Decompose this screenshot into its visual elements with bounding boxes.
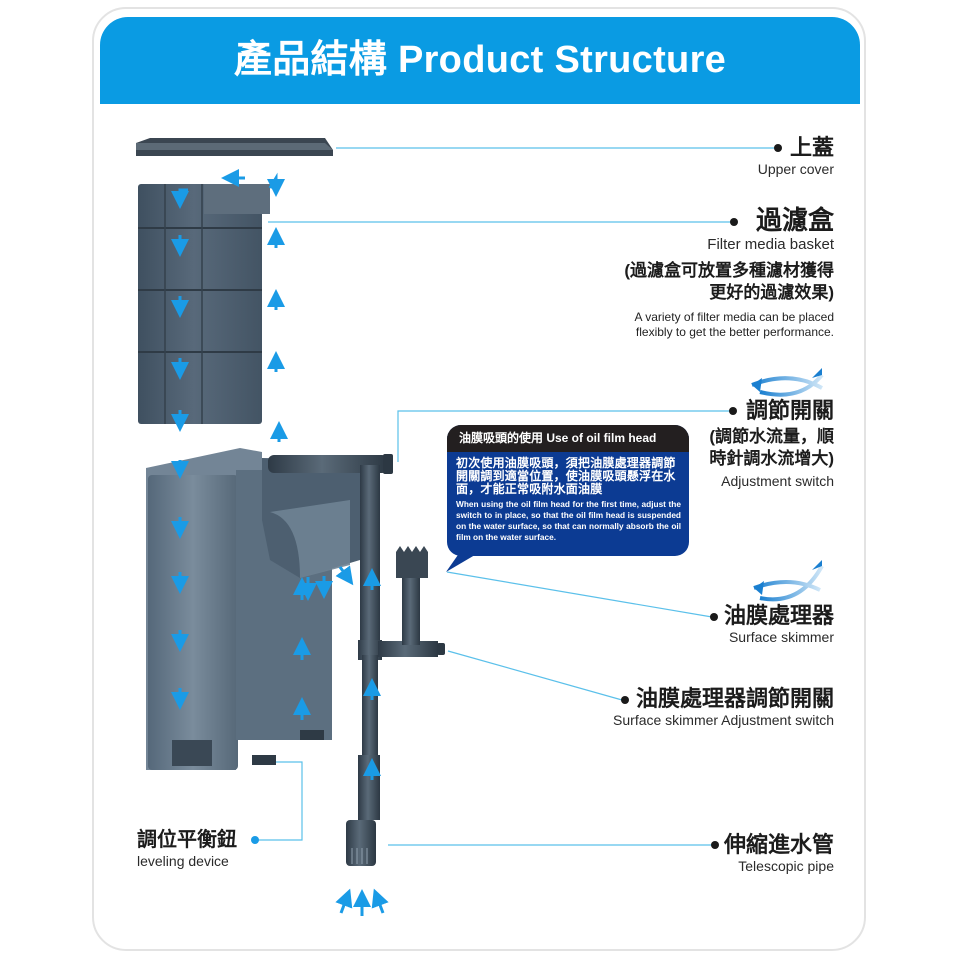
filter-tank-shape [146, 448, 360, 770]
dot-surface-skimmer [710, 613, 718, 621]
leader-leveling-device [258, 761, 303, 841]
callout-tail [446, 552, 480, 572]
label-adjustment-switch: 調節開關 (調節水流量，順 時針調水流增大) Adjustment switch [709, 398, 834, 490]
surface-skimmer-shape [378, 546, 445, 657]
dot-filter-basket [730, 218, 738, 226]
oil-film-head-callout: 油膜吸頭的使用 Use of oil film head 初次使用油膜吸頭，須把… [447, 425, 689, 556]
label-filter-basket-note-en-2: flexibly to get the better performance. [635, 325, 834, 339]
leader-surface-skimmer [446, 571, 713, 618]
leader-adjustment-switch [397, 410, 730, 462]
label-telescopic-pipe: 伸縮進水管 Telescopic pipe [724, 832, 834, 875]
rotate-arrows-icon-1 [751, 368, 824, 397]
label-upper-cover-zh: 上蓋 [789, 135, 834, 160]
leader-lines [258, 147, 775, 846]
label-filter-basket-note-zh-2: 更好的過濾效果) [709, 283, 834, 302]
leader-dots [251, 144, 782, 849]
label-leveling-device: 調位平衡鈕 leveling device [137, 827, 237, 870]
rotate-arrows-icon-2 [753, 560, 824, 602]
label-surface-skimmer-zh: 油膜處理器 [723, 603, 834, 628]
label-skimmer-switch-en: Surface skimmer Adjustment switch [613, 712, 834, 728]
label-leveling-device-en: leveling device [137, 853, 229, 869]
leader-skimmer-switch [447, 650, 623, 701]
label-upper-cover: 上蓋 Upper cover [758, 135, 834, 178]
label-surface-skimmer: 油膜處理器 Surface skimmer [724, 603, 834, 646]
callout-title: 油膜吸頭的使用 Use of oil film head [447, 425, 689, 452]
dot-adjustment-switch [729, 407, 737, 415]
callout-text-en: When using the oil film head for the fir… [456, 499, 681, 542]
header-banner: 產品結構 Product Structure [100, 17, 860, 104]
dot-skimmer-switch [621, 696, 629, 704]
label-surface-skimmer-en: Surface skimmer [728, 629, 834, 645]
dot-leveling-device [251, 836, 259, 844]
label-filter-basket-note-zh-1: (過濾盒可放置多種濾材獲得 [624, 261, 834, 280]
page-title: 產品結構 Product Structure [233, 39, 727, 81]
upper-cover-shape [136, 138, 333, 156]
label-filter-basket-en: Filter media basket [707, 236, 834, 253]
label-filter-basket: 過濾盒 Filter media basket (過濾盒可放置多種濾材獲得 更好… [624, 205, 834, 340]
label-skimmer-switch: 油膜處理器調節開關 Surface skimmer Adjustment swi… [613, 686, 834, 729]
label-adjustment-switch-note-1: (調節水流量，順 [709, 427, 834, 446]
callout-text-zh: 初次使用油膜吸頭，須把油膜處理器調節開關調到適當位置，使油膜吸頭懸浮在水面，才能… [456, 456, 676, 496]
label-upper-cover-en: Upper cover [757, 161, 834, 177]
label-leveling-device-zh: 調位平衡鈕 [137, 829, 237, 851]
flow-arrows [171, 169, 389, 916]
dot-telescopic-pipe [711, 841, 719, 849]
label-telescopic-pipe-zh: 伸縮進水管 [723, 832, 834, 857]
label-skimmer-switch-zh: 油膜處理器調節開關 [635, 686, 834, 711]
filter-basket-shape [138, 184, 270, 424]
label-adjustment-switch-note-2: 時針調水流增大) [709, 449, 834, 468]
dot-upper-cover [774, 144, 782, 152]
label-telescopic-pipe-en: Telescopic pipe [738, 858, 834, 874]
label-filter-basket-zh: 過濾盒 [755, 205, 834, 235]
label-adjustment-switch-en: Adjustment switch [721, 473, 834, 489]
label-filter-basket-note-en-1: A variety of filter media can be placed [634, 310, 834, 324]
label-adjustment-switch-zh: 調節開關 [745, 398, 834, 423]
